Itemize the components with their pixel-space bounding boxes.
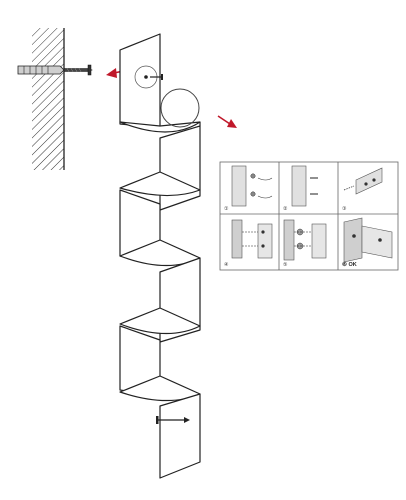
- shelf-board-4: [119, 307, 201, 335]
- step-4-panel: ④: [224, 219, 273, 268]
- step-6-panel: ⑥ OK: [342, 217, 393, 268]
- assembly-steps-grid: ① ② ③ ④: [219, 161, 399, 271]
- step-label: ③: [342, 206, 347, 212]
- step-3-panel: ③: [342, 167, 383, 212]
- shelf-board-2: [119, 171, 201, 197]
- step-5-panel: ⑤: [283, 219, 327, 268]
- top-screw-detail: [134, 65, 163, 89]
- step-label: ①: [224, 206, 229, 212]
- step-label: ⑤: [283, 262, 288, 268]
- shelf-tower: [119, 33, 201, 479]
- wall-anchor-icon: [17, 65, 65, 75]
- magnifier-circle-icon: [160, 88, 200, 128]
- bottom-screw-detail: [156, 416, 190, 424]
- shelf-panel-2: [159, 125, 201, 211]
- shelf-panel-1: [119, 33, 161, 129]
- arrow-right-icon: [217, 115, 237, 128]
- step-label: ②: [283, 206, 288, 212]
- screw-icon: [63, 64, 93, 76]
- wall-hatch-icon: [32, 28, 64, 170]
- step-2-panel: ②: [283, 165, 318, 212]
- step-label: ④: [224, 262, 229, 268]
- shelf-panel-6: [159, 393, 201, 479]
- step-1-panel: ①: [224, 165, 273, 212]
- wall-detail: [17, 28, 93, 170]
- step-label-ok: ⑥ OK: [342, 261, 357, 268]
